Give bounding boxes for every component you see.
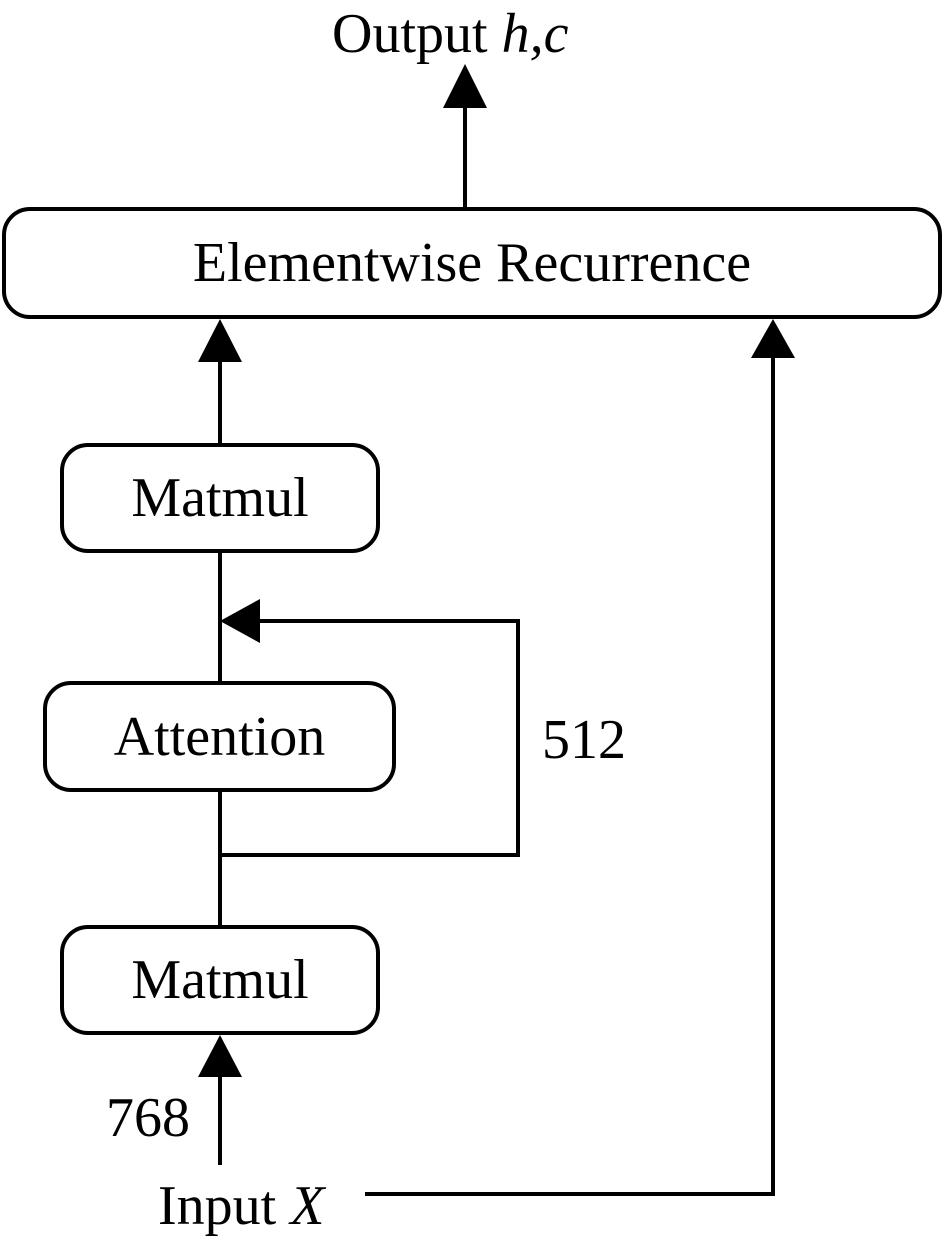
skip-connection-line [220, 619, 520, 857]
output-label: Output h,c [332, 6, 568, 62]
input-prefix: Input [158, 1175, 277, 1237]
output-arrowhead [443, 64, 487, 108]
attention-label: Attention [113, 705, 326, 768]
output-prefix: Output [332, 3, 488, 65]
input-to-recurrence-line [365, 358, 775, 1196]
attention-dim-label: 512 [542, 709, 626, 771]
attention-node: Attention [43, 681, 396, 792]
matmul-input-arrowhead [198, 1035, 242, 1077]
matmul-top-label: Matmul [131, 467, 309, 529]
output-vars: h,c [501, 3, 569, 65]
recurrence-arrowhead-right [751, 319, 795, 358]
matmul-bottom-label: Matmul [131, 949, 309, 1011]
matmul-top-node: Matmul [60, 443, 380, 553]
input-label: Input X [158, 1178, 324, 1234]
skip-arrowhead [220, 599, 260, 643]
recurrence-arrowhead-left [198, 319, 242, 362]
matmul-bottom-node: Matmul [60, 925, 380, 1035]
input-var: X [290, 1175, 325, 1237]
input-dim-label: 768 [106, 1087, 190, 1149]
elementwise-recurrence-label: Elementwise Recurrence [192, 232, 752, 294]
elementwise-recurrence-node: Elementwise Recurrence [2, 207, 942, 319]
